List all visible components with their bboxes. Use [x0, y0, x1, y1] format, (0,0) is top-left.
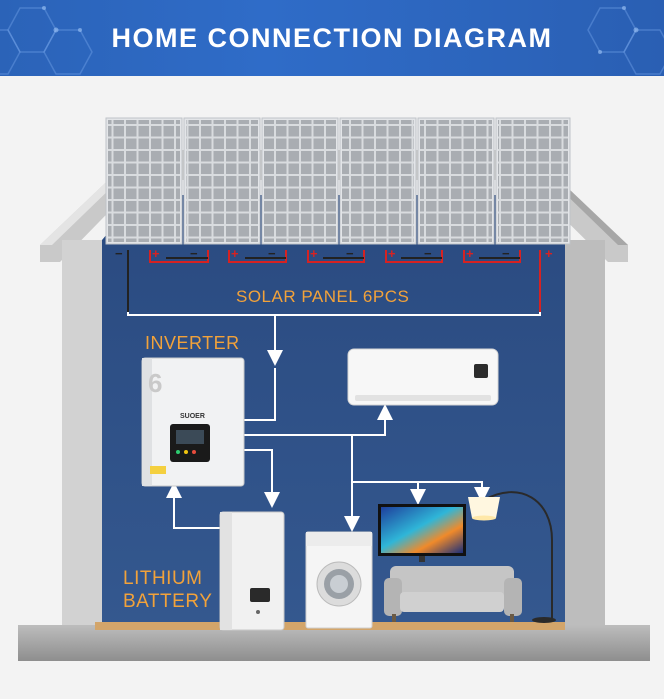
svg-text:−: − — [268, 246, 276, 261]
floor-lamp — [468, 491, 556, 623]
solar-panel-2 — [183, 117, 261, 245]
page-title: HOME CONNECTION DIAGRAM — [111, 22, 553, 53]
television — [378, 504, 466, 562]
svg-text:+: + — [310, 246, 318, 261]
inverter-unit: 6 SUOER — [141, 357, 245, 487]
house-frame — [62, 240, 605, 632]
svg-text:−: − — [424, 246, 432, 261]
power-flow-lines — [166, 315, 490, 532]
header-banner: HOME CONNECTION DIAGRAM — [0, 0, 664, 76]
battery-label: LITHIUM BATTERY — [123, 567, 233, 613]
inverter-number: 6 — [148, 368, 162, 398]
hex-pattern-decoration — [0, 6, 664, 75]
svg-text:+: + — [466, 246, 474, 261]
svg-text:−: − — [502, 246, 510, 261]
solar-panel-4 — [339, 117, 417, 245]
svg-text:+: + — [545, 246, 553, 261]
svg-text:+: + — [388, 246, 396, 261]
svg-text:+: + — [231, 246, 239, 261]
svg-text:+: + — [152, 246, 160, 261]
solar-panel-6 — [495, 117, 571, 245]
solar-panel-array — [105, 117, 571, 245]
lithium-battery — [219, 511, 285, 631]
solar-panel-label: SOLAR PANEL 6PCS — [236, 287, 410, 306]
polarity-marks: − + − + − + − + − + − + — [115, 246, 553, 261]
svg-text:−: − — [190, 246, 198, 261]
air-conditioner — [347, 348, 499, 406]
sofa — [384, 566, 522, 622]
battery-label-line2: BATTERY — [123, 591, 213, 612]
floor-slab — [18, 625, 650, 661]
washing-machine — [305, 531, 373, 629]
svg-text:−: − — [115, 246, 123, 261]
solar-panel-3 — [261, 117, 339, 245]
solar-panel-5 — [417, 117, 495, 245]
inverter-label: INVERTER — [145, 333, 240, 353]
svg-text:−: − — [346, 246, 354, 261]
panel-wiring — [127, 250, 541, 316]
solar-panel-1 — [105, 117, 183, 245]
battery-label-line1: LITHIUM — [123, 568, 203, 589]
inverter-brand: SUOER — [180, 413, 205, 420]
